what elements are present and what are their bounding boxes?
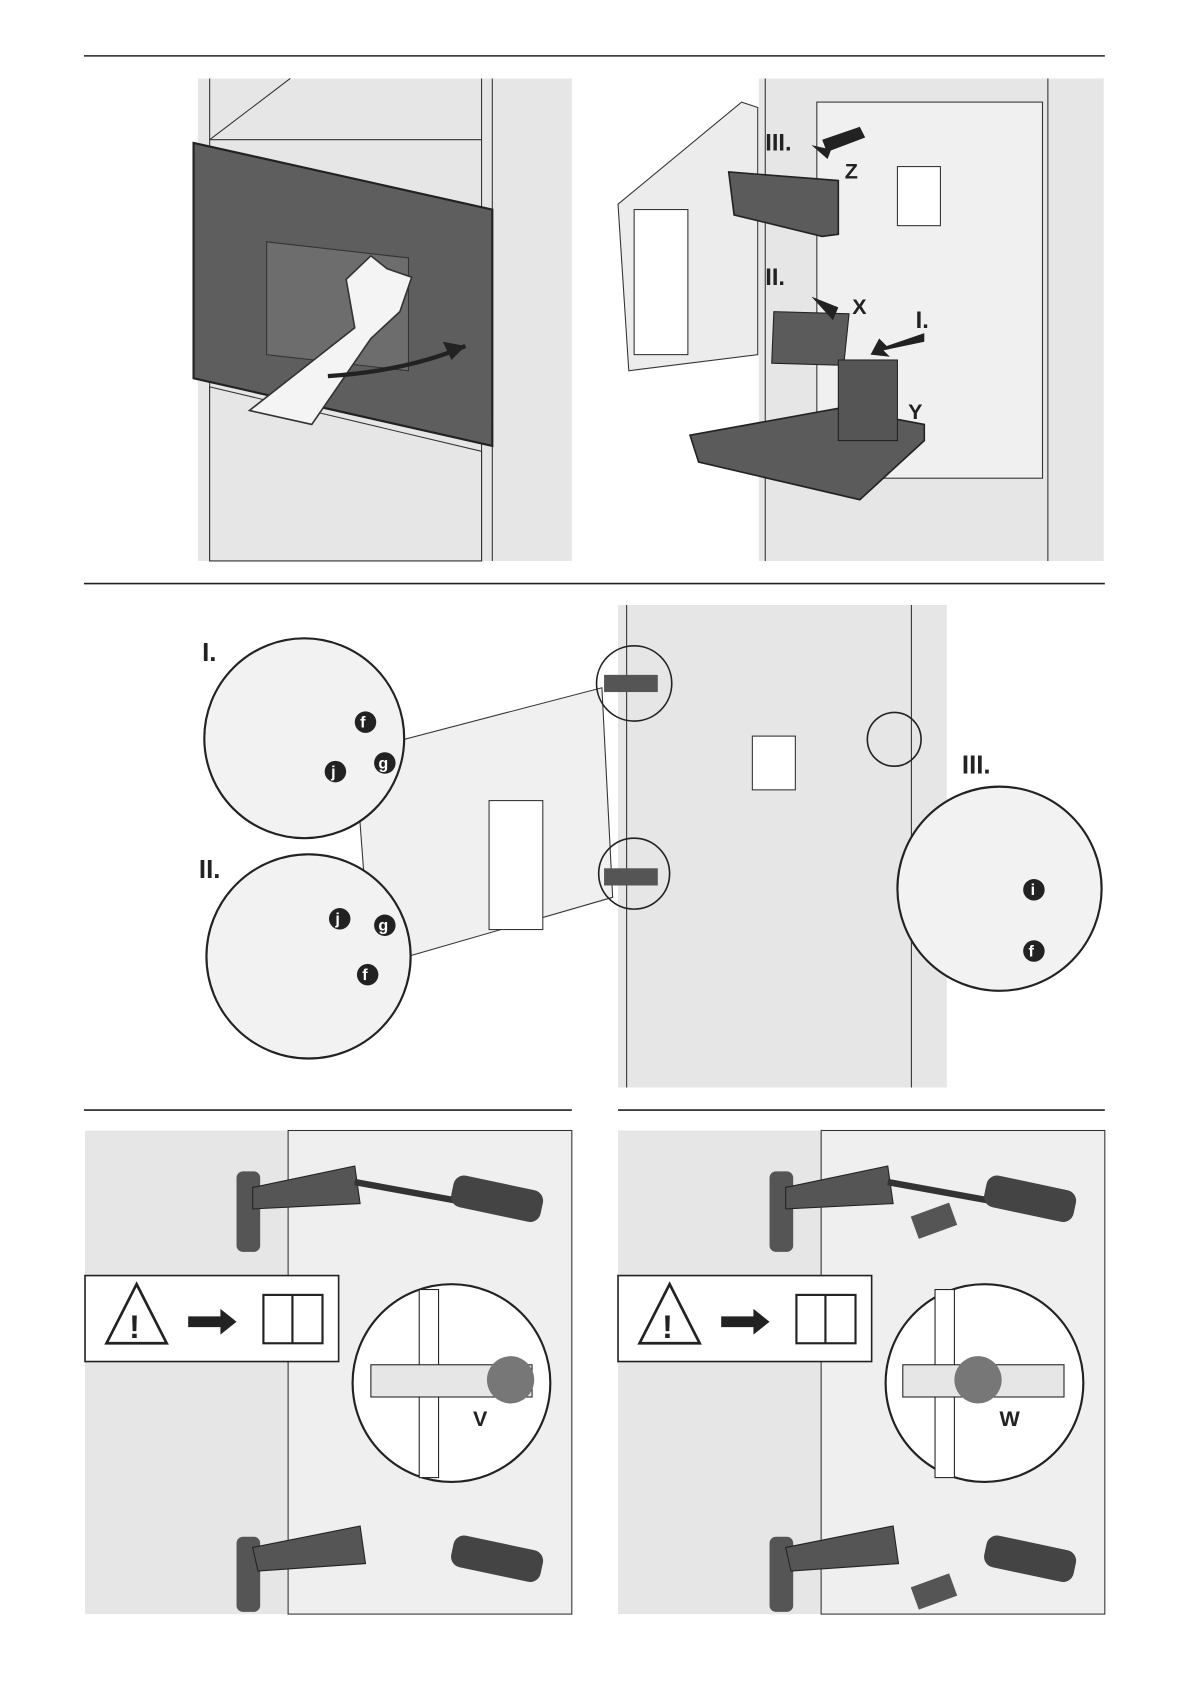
arrow-icon xyxy=(188,1308,237,1335)
arrow-icon xyxy=(811,296,839,321)
svg-text:f: f xyxy=(1029,942,1035,960)
book-icon xyxy=(262,1293,324,1345)
svg-text:i: i xyxy=(1031,881,1035,899)
illustration-remove-parts: III. Z II. X I. Y xyxy=(617,78,1104,561)
warning-icon: ! xyxy=(104,1281,169,1345)
svg-text:g: g xyxy=(378,917,388,935)
svg-text:j: j xyxy=(330,763,335,781)
arrow-icon xyxy=(721,1308,770,1335)
screw-highlight xyxy=(486,1356,535,1404)
warning-icon: ! xyxy=(637,1281,702,1345)
detail-circle-i xyxy=(203,637,406,840)
svg-text:j: j xyxy=(334,910,339,928)
detail-label-i: I. xyxy=(202,639,216,667)
svg-text:!: ! xyxy=(129,1309,140,1345)
arrow-icon xyxy=(442,341,466,360)
screw-highlight xyxy=(954,1356,1002,1404)
label-step-iii: III. xyxy=(765,130,791,156)
svg-text:f: f xyxy=(360,714,366,732)
label-step-i: I. xyxy=(916,308,929,334)
label-y: Y xyxy=(908,400,922,424)
svg-text:f: f xyxy=(362,966,368,984)
detail-circle-ii xyxy=(205,853,412,1060)
svg-text:g: g xyxy=(378,754,388,772)
detail-label-ii: II. xyxy=(199,856,221,884)
label-z: Z xyxy=(845,159,858,183)
label-v: V xyxy=(473,1407,488,1431)
illustration-open-door xyxy=(192,78,572,562)
illustration-hinge-screws: I. II. III. f j g j g f i f xyxy=(199,605,1103,1088)
label-x: X xyxy=(852,295,867,319)
label-step-ii: II. xyxy=(765,265,785,291)
part-callouts: f j g j g f i f xyxy=(324,711,1045,986)
illustration-release-hinge-w: ! W xyxy=(617,1129,1106,1615)
detail-label-iii: III. xyxy=(962,752,991,780)
book-icon xyxy=(795,1293,857,1345)
label-w: W xyxy=(1000,1407,1021,1431)
arrow-icon xyxy=(870,333,925,357)
detail-circle-iii xyxy=(896,785,1103,992)
arrow-icon xyxy=(811,126,866,160)
svg-text:!: ! xyxy=(662,1309,673,1345)
illustration-release-hinge-v: ! V xyxy=(84,1129,573,1615)
